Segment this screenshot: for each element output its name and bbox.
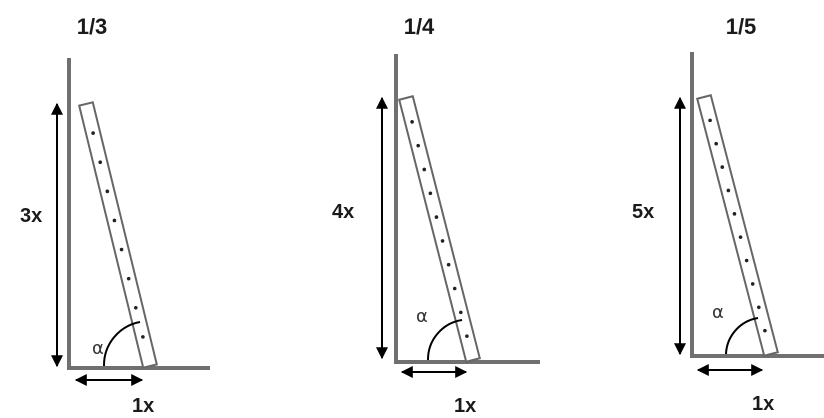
panel-2-angle-arc [426, 319, 463, 361]
ladder-rung-dot [750, 282, 755, 286]
panel-1-angle-arc [102, 321, 141, 367]
panel-1-ratio-label: 1/3 [77, 14, 108, 39]
ladder-rung-dot [98, 160, 103, 165]
panel-1-ladder [77, 101, 159, 369]
ladder-rung-dot [410, 120, 414, 124]
ladder-rung-dot [446, 262, 451, 267]
ladder-rung-dot [112, 218, 117, 223]
panel-1-base-label: 1x [132, 395, 154, 417]
ladder-rung-dot [91, 131, 95, 135]
ladder-body [696, 94, 779, 357]
panel-1-height-label: 3x [20, 205, 42, 227]
ladder-body [77, 101, 159, 369]
ladder-rung-dot [726, 188, 731, 193]
panel-1: 1/3 3x α 1x [20, 14, 210, 417]
ladder-rung-dot [744, 258, 749, 263]
ladder-rung-dot [422, 167, 427, 172]
panel-3: 1/5 5x α 1x [632, 14, 824, 415]
panel-3-angle-label: α [712, 302, 724, 323]
ladder-rung-dot [757, 305, 761, 310]
ladder-rung-dot [708, 118, 712, 123]
ladder-rung-dot [720, 165, 725, 169]
ladder-rung-dot [434, 215, 439, 219]
ladder-rung-dot [141, 335, 145, 339]
panel-2: 1/4 4x α 1x [332, 14, 540, 417]
ladder-rung-dot [763, 328, 767, 333]
panel-2-ratio-label: 1/4 [404, 14, 435, 39]
panel-2-ladder [398, 95, 481, 363]
ladder-rung-dot [440, 239, 445, 243]
panel-3-angle-arc [725, 317, 759, 355]
panel-2-angle-label: α [416, 306, 428, 327]
ladder-rung-dot [126, 276, 131, 281]
panel-3-ladder [696, 94, 779, 357]
ladder-rung-dot [732, 212, 737, 216]
panel-3-base-label: 1x [752, 393, 774, 415]
ladder-rung-dot [119, 247, 124, 252]
panel-1-angle-label: α [92, 338, 104, 359]
ladder-rung-dot [452, 286, 457, 291]
ladder-rung-dot [428, 191, 433, 196]
panel-3-height-label: 5x [632, 201, 654, 223]
ladder-rung-dot [105, 189, 110, 194]
ladder-rung-dot [459, 310, 463, 315]
ladder-body [398, 95, 481, 363]
panel-2-base-label: 1x [454, 395, 476, 417]
ladder-rung-dot [465, 334, 469, 338]
ladder-rung-dot [133, 305, 138, 310]
panel-3-ratio-label: 1/5 [726, 14, 757, 39]
ladder-rung-dot [714, 141, 718, 146]
ladder-rung-dot [416, 143, 420, 148]
ladder-rung-dot [738, 235, 743, 239]
panel-2-height-label: 4x [332, 201, 354, 223]
